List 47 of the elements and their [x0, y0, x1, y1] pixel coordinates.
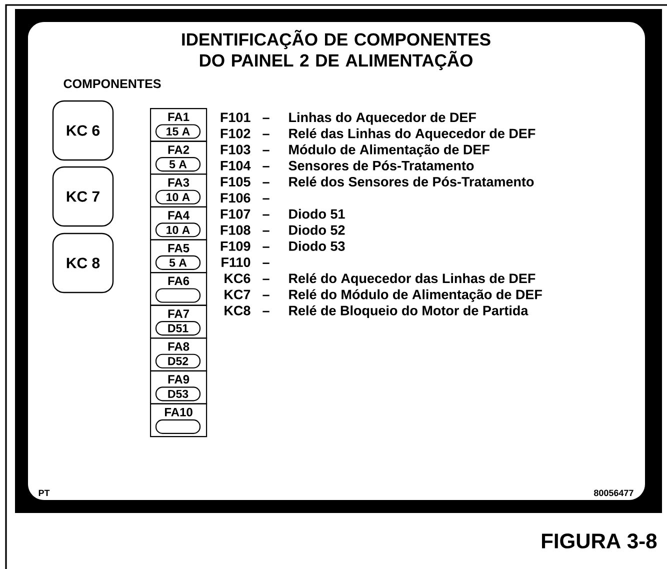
component-description: Relé do Aquecedor das Linhas de DEF: [289, 273, 536, 286]
dash: –: [262, 198, 270, 200]
component-code: F101: [220, 112, 250, 122]
dash: –: [262, 230, 270, 232]
component-description: Relé do Módulo de Alimentação de DEF: [289, 289, 542, 302]
dash: –: [262, 278, 270, 280]
part-number: 80056477: [594, 490, 634, 496]
component-code: KC6: [224, 274, 250, 284]
component-description: Sensores de Pós-Tratamento: [288, 160, 474, 170]
component-code: F107: [220, 209, 250, 219]
dash: –: [262, 214, 270, 216]
dash: –: [262, 182, 270, 184]
section-heading: COMPONENTES: [64, 79, 161, 88]
component-code: F104: [220, 160, 251, 170]
fuse-slot: FA10: [150, 403, 208, 438]
title: IDENTIFICAÇÃO DE COMPONENTES DO PAINEL 2 DE ALIMENTAÇÃO: [182, 30, 490, 70]
relay-box: KC 7: [52, 166, 114, 227]
dash: –: [262, 262, 270, 264]
component-description: Linhas do Aquecedor de DEF: [289, 112, 476, 125]
dash: –: [262, 246, 270, 248]
component-description: Diodo 53: [289, 241, 345, 251]
component-description: Diodo 51: [289, 208, 345, 219]
component-description: Relé das Linhas do Aquecedor de DEF: [289, 128, 536, 141]
component-code: F108: [220, 225, 250, 235]
language-code: PT: [38, 490, 50, 496]
component-code: F106: [220, 193, 250, 203]
relay-box: KC 6: [52, 100, 114, 161]
dash: –: [262, 150, 270, 152]
dash: –: [262, 294, 270, 296]
dash: –: [262, 134, 270, 136]
figure-caption: FIGURA 3-8: [542, 534, 657, 548]
component-code: F109: [220, 241, 250, 251]
fuse-slot: FA6: [150, 272, 208, 306]
dash: –: [262, 118, 270, 120]
component-code: F102: [220, 128, 250, 138]
component-code: F105: [220, 177, 250, 187]
component-code: F103: [220, 144, 250, 154]
dash: –: [262, 310, 270, 312]
component-code: KC7: [224, 290, 250, 300]
dash: –: [262, 166, 270, 168]
component-description: Relé dos Sensores de Pós-Tratamento: [289, 176, 534, 187]
component-description: Módulo de Alimentação de DEF: [289, 144, 490, 157]
component-code: F110: [222, 258, 250, 268]
component-code: KC8: [224, 306, 250, 316]
relay-box: KC 8: [52, 232, 114, 294]
component-description: Relé de Bloqueio do Motor de Partida: [289, 305, 528, 318]
component-description: Diodo 52: [289, 224, 345, 235]
